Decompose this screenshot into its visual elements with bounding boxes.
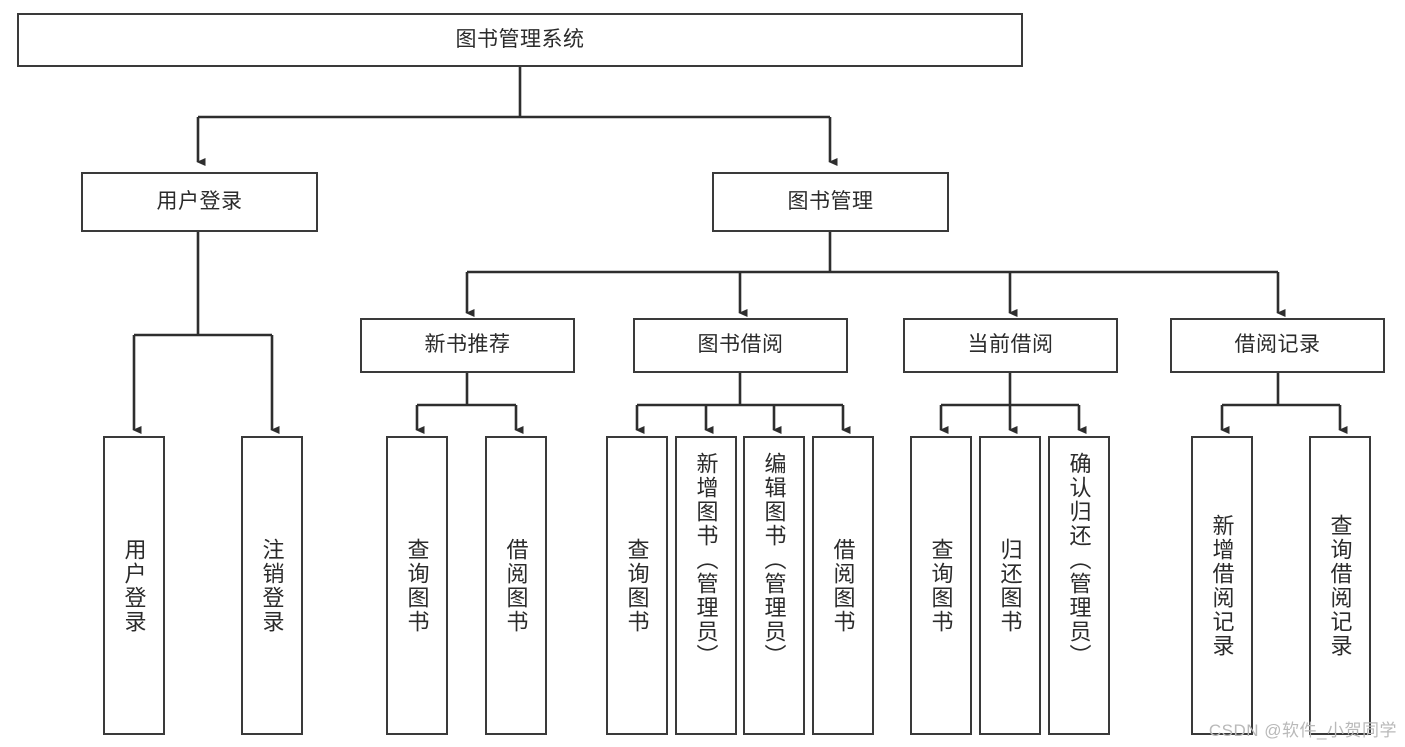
leaf-query-borrow-record[interactable]: 查询借阅记录	[1309, 436, 1371, 735]
leaf-borrow-book-label: 借阅图书	[830, 537, 856, 634]
leaf-borrow-query-book-label: 查询图书	[624, 537, 650, 634]
leaf-confirm-return-admin[interactable]: 确认归还（管理员）	[1048, 436, 1110, 735]
leaf-user-login[interactable]: 用户登录	[103, 436, 165, 735]
leaf-logout-label: 注销登录	[259, 537, 285, 634]
leaf-add-book-admin-label: 新增图书（管理员）	[693, 452, 719, 668]
node-root-label: 图书管理系统	[455, 27, 585, 51]
node-current-borrow-label: 当前借阅	[967, 333, 1054, 357]
leaf-new-book-query[interactable]: 查询图书	[386, 436, 448, 735]
leaf-new-book-borrow[interactable]: 借阅图书	[485, 436, 547, 735]
leaf-new-book-borrow-label: 借阅图书	[503, 537, 529, 634]
leaf-current-query-book[interactable]: 查询图书	[910, 436, 972, 735]
leaf-borrow-query-book[interactable]: 查询图书	[606, 436, 668, 735]
leaf-edit-book-admin-label: 编辑图书（管理员）	[761, 452, 787, 668]
node-root[interactable]: 图书管理系统	[17, 13, 1023, 67]
node-book-borrow-label: 图书借阅	[697, 333, 784, 357]
leaf-edit-book-admin[interactable]: 编辑图书（管理员）	[743, 436, 805, 735]
node-new-book-recommend[interactable]: 新书推荐	[360, 318, 575, 373]
node-borrow-record-label: 借阅记录	[1234, 333, 1321, 357]
node-book-management-label: 图书管理	[787, 189, 874, 213]
leaf-current-query-book-label: 查询图书	[928, 537, 954, 634]
node-new-book-recommend-label: 新书推荐	[424, 333, 511, 357]
leaf-query-borrow-record-label: 查询借阅记录	[1327, 513, 1353, 658]
leaf-new-book-query-label: 查询图书	[404, 537, 430, 634]
leaf-confirm-return-admin-label: 确认归还（管理员）	[1066, 452, 1092, 668]
csdn-watermark: CSDN @软件_小贺同学	[1208, 721, 1397, 740]
node-borrow-record[interactable]: 借阅记录	[1170, 318, 1385, 373]
node-book-management[interactable]: 图书管理	[712, 172, 949, 232]
leaf-return-book-label: 归还图书	[997, 537, 1023, 634]
leaf-borrow-book[interactable]: 借阅图书	[812, 436, 874, 735]
leaf-logout[interactable]: 注销登录	[241, 436, 303, 735]
node-user-login-label: 用户登录	[156, 189, 243, 213]
leaf-add-book-admin[interactable]: 新增图书（管理员）	[675, 436, 737, 735]
node-book-borrow[interactable]: 图书借阅	[633, 318, 848, 373]
leaf-user-login-label: 用户登录	[121, 537, 147, 634]
node-user-login[interactable]: 用户登录	[81, 172, 318, 232]
leaf-return-book[interactable]: 归还图书	[979, 436, 1041, 735]
leaf-add-borrow-record-label: 新增借阅记录	[1209, 513, 1235, 658]
node-current-borrow[interactable]: 当前借阅	[903, 318, 1118, 373]
leaf-add-borrow-record[interactable]: 新增借阅记录	[1191, 436, 1253, 735]
